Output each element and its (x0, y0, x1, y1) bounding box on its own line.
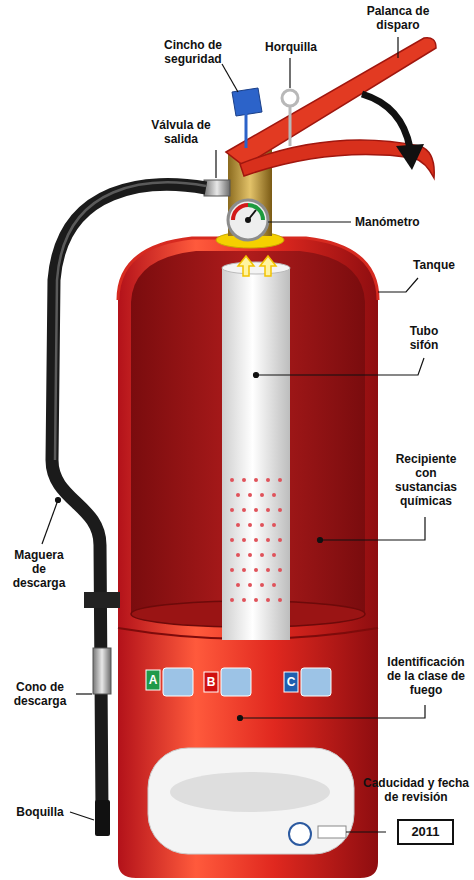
date-box: 2011 (397, 819, 454, 845)
leader-lines (42, 37, 425, 832)
part-label: Palanca de disparo (352, 4, 444, 32)
part-label: Cincho de seguridad (156, 38, 230, 66)
part-label: Maguera de descarga (6, 548, 72, 590)
part-label: Tubo sifón (398, 324, 450, 352)
siphon-tube (222, 256, 290, 640)
part-label: Recipiente con sustancias químicas (384, 452, 468, 508)
trigger-lever (226, 38, 436, 178)
part-label: Manómetro (355, 215, 441, 229)
fire-class-icons (146, 668, 331, 696)
part-label: Válvula de salida (138, 118, 224, 146)
part-label: Tanque (404, 258, 464, 272)
fire-class-letter: A (146, 673, 160, 687)
discharge-hose (52, 183, 206, 836)
part-label: Horquilla (256, 40, 326, 54)
revision-year: 2011 (399, 824, 452, 840)
tank (118, 238, 378, 878)
part-label: Caducidad y fecha de revisión (362, 776, 470, 804)
fire-class-letter: B (204, 675, 218, 689)
part-label: Identificación de la clase de fuego (381, 655, 471, 697)
fire-class-letter: C (284, 675, 298, 689)
part-label: Cono de descarga (6, 680, 74, 708)
part-label: Boquilla (10, 805, 70, 819)
expiry-sticker (148, 748, 354, 854)
